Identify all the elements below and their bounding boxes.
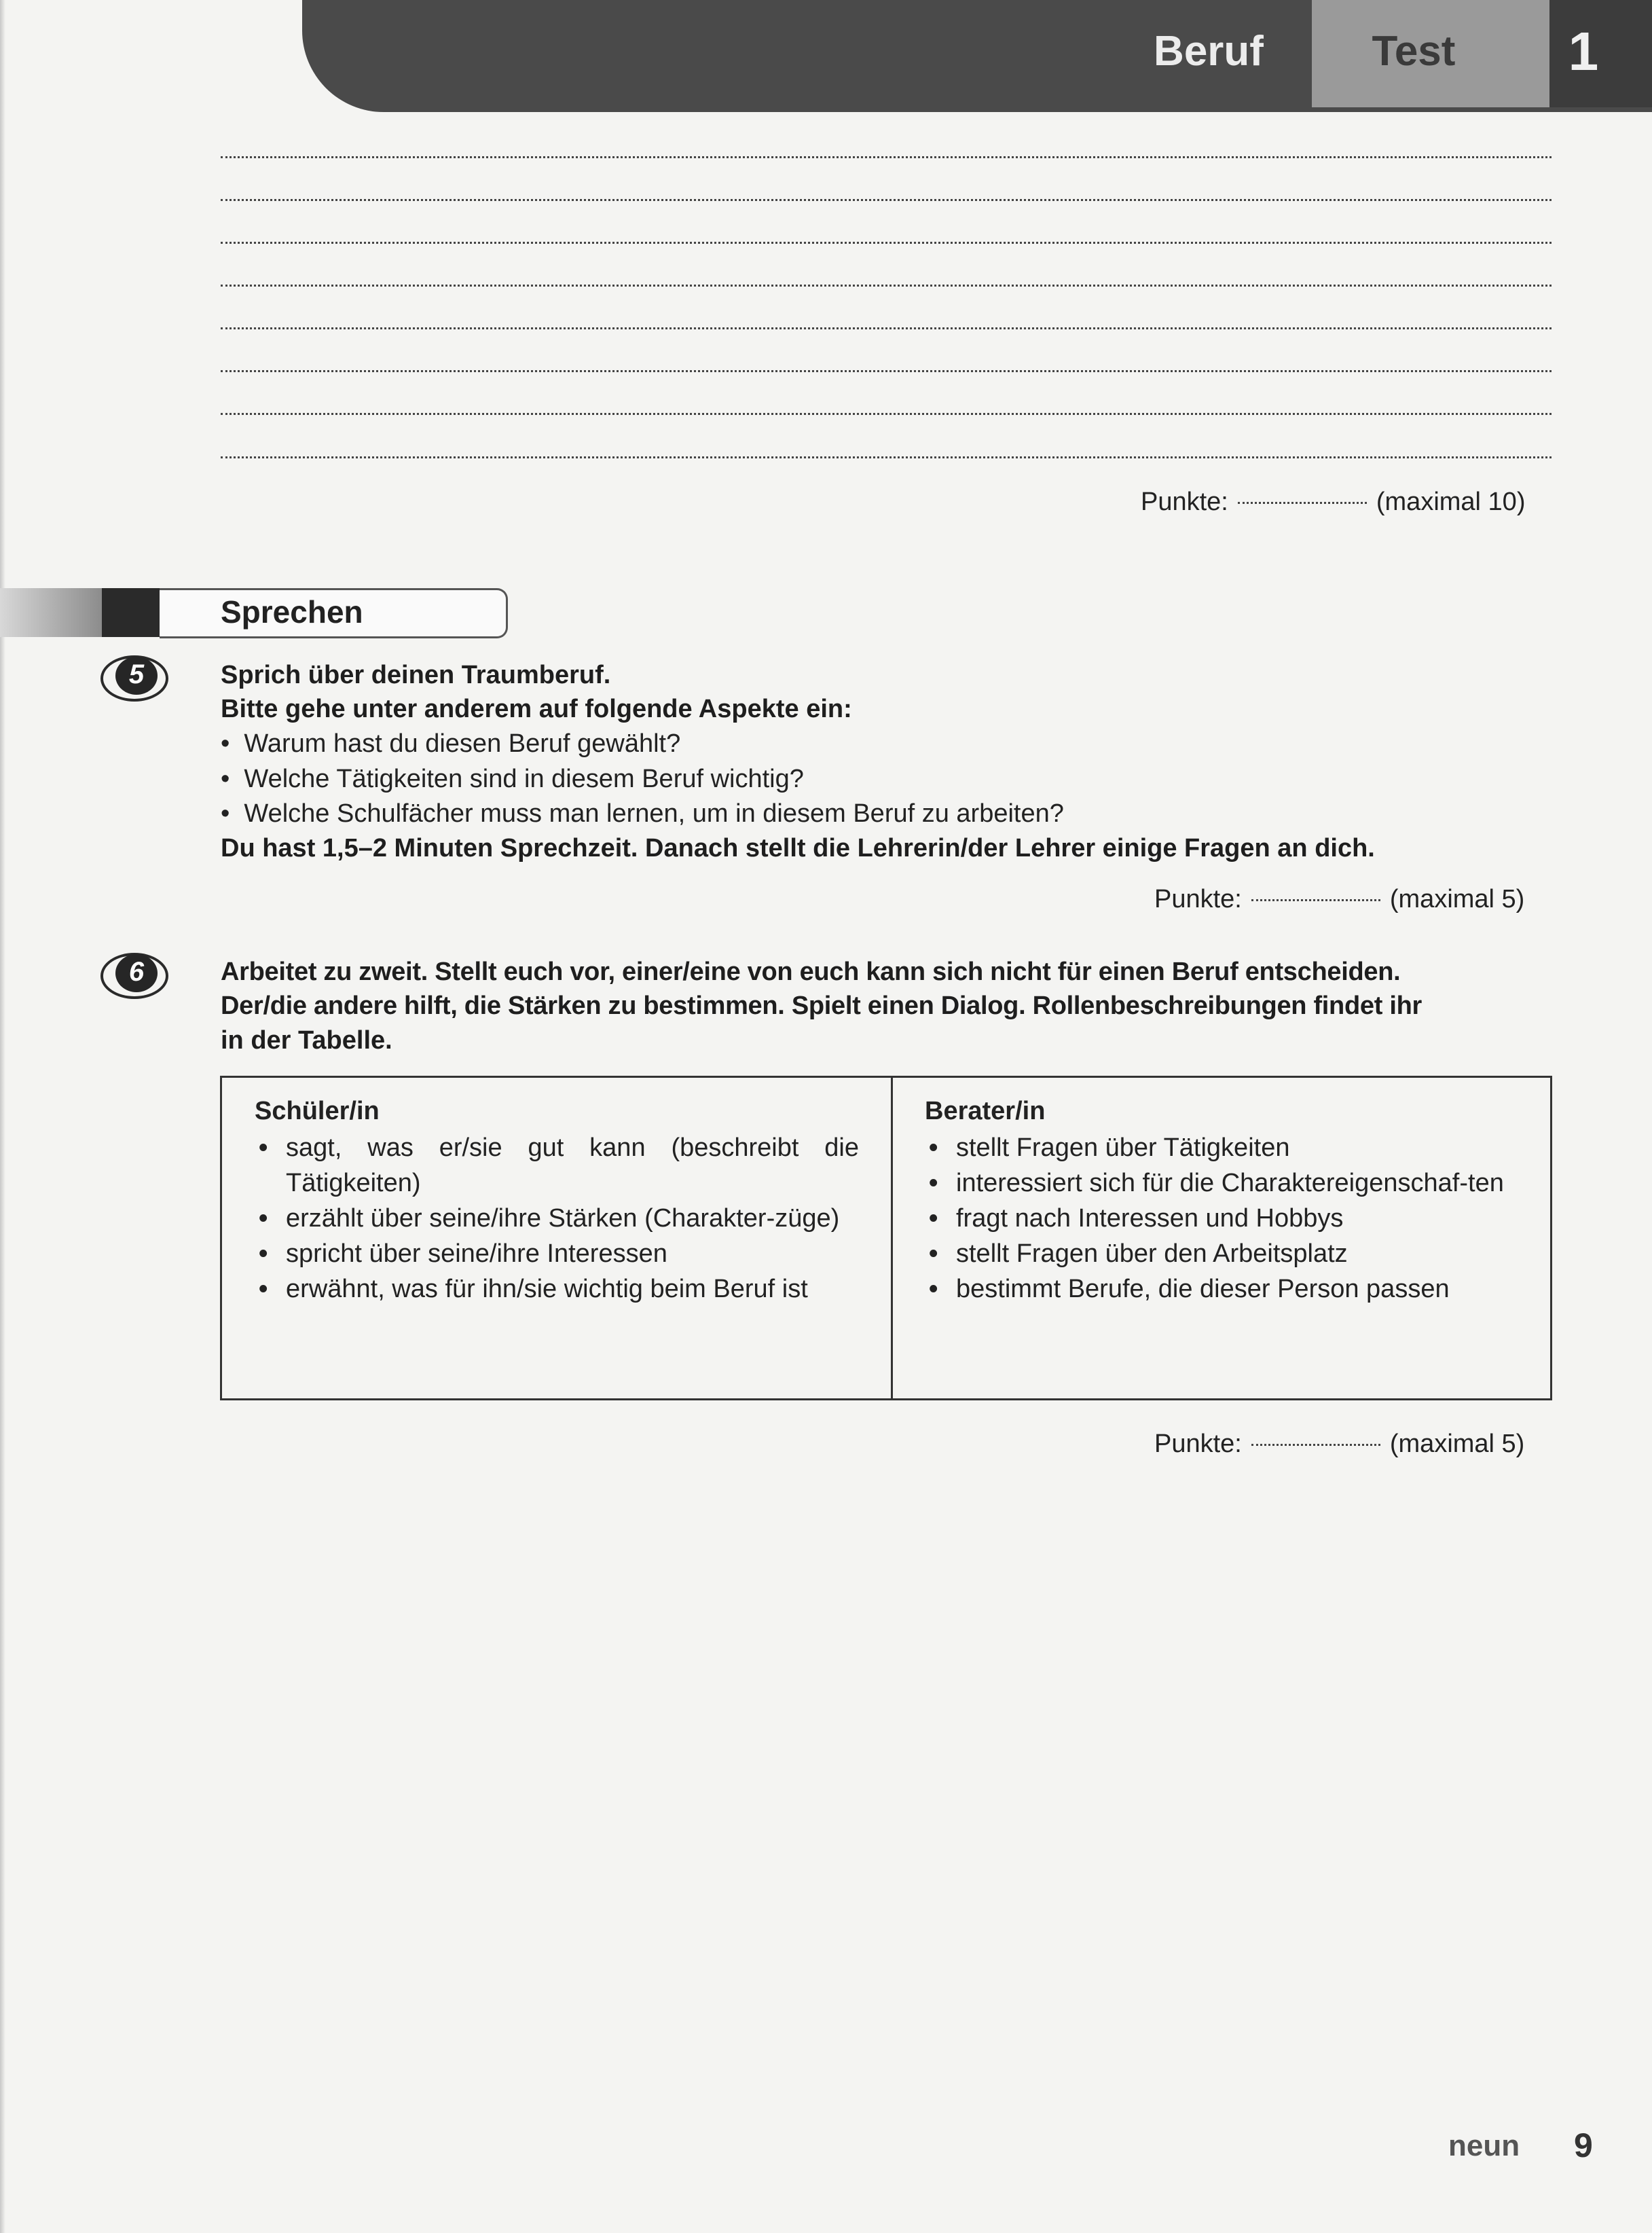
header-number-box: 1 — [1549, 0, 1652, 107]
task-5-bullet: • Welche Tätigkeiten sind in diesem Beru… — [221, 765, 804, 793]
task-5-bullet: • Welche Schulfächer muss man lernen, um… — [221, 799, 1064, 828]
writing-line[interactable] — [221, 370, 1552, 372]
task-6-badge: 6 — [100, 953, 168, 999]
role-item: stellt Fragen über den Arbeitsplatz — [925, 1236, 1522, 1271]
task-5-line-2: Bitte gehe unter anderem auf folgende As… — [221, 695, 852, 723]
role-item: erwähnt, was für ihn/sie wichtig beim Be… — [255, 1271, 859, 1307]
task-6-points: Punkte: (maximal 5) — [1154, 1430, 1524, 1459]
role-item: spricht über seine/ihre Interessen — [255, 1236, 859, 1271]
section-title: Sprechen — [221, 594, 363, 630]
writing-line[interactable] — [221, 413, 1552, 415]
role-item: stellt Fragen über Tätigkeiten — [925, 1130, 1522, 1165]
role-title: Berater/in — [925, 1097, 1046, 1125]
table-divider — [891, 1078, 893, 1398]
page-number-word: neun — [1448, 2129, 1520, 2162]
task-number: 6 — [128, 957, 145, 987]
tab-dark-block — [102, 588, 160, 637]
role-column-advisor: Berater/in stellt Fragen über Tätigkeite… — [925, 1097, 1522, 1307]
task-5-points: Punkte: (maximal 5) — [1154, 885, 1524, 914]
task-5-line-3: Du hast 1,5–2 Minuten Sprechzeit. Danach… — [221, 834, 1375, 863]
page-number: 9 — [1574, 2126, 1593, 2164]
points-label: Punkte: — [1141, 488, 1228, 516]
role-title: Schüler/in — [255, 1097, 380, 1125]
task-5-badge: 5 — [100, 655, 168, 702]
writing-line[interactable] — [221, 285, 1552, 287]
section-tab-sprechen: Sprechen — [0, 588, 513, 638]
header-test-box: Test — [1312, 0, 1549, 107]
role-item: bestimmt Berufe, die dieser Person passe… — [925, 1271, 1522, 1307]
role-list: stellt Fragen über Tätigkeiten interessi… — [925, 1130, 1522, 1307]
bullet-text: Welche Schulfächer muss man lernen, um i… — [244, 799, 1064, 828]
writing-line[interactable] — [221, 199, 1552, 201]
task-5-line-1: Sprich über deinen Traumberuf. — [221, 661, 611, 689]
role-item: interessiert sich für die Charaktereigen… — [925, 1165, 1522, 1201]
role-item: erzählt über seine/ihre Stärken (Charakt… — [255, 1201, 859, 1236]
points-max: (maximal 5) — [1389, 1430, 1525, 1458]
writing-line[interactable] — [221, 327, 1552, 329]
writing-points: Punkte: (maximal 10) — [1141, 488, 1525, 517]
task-6-line-1: Arbeitet zu zweit. Stellt euch vor, eine… — [221, 958, 1401, 986]
role-list: sagt, was er/sie gut kann (beschreibt di… — [255, 1130, 859, 1307]
writing-line[interactable] — [221, 242, 1552, 244]
badge-disc — [115, 657, 158, 695]
task-6-line-3: in der Tabelle. — [221, 1026, 392, 1055]
role-item: sagt, was er/sie gut kann (beschreibt di… — [255, 1130, 859, 1201]
bullet-text: Welche Tätigkeiten sind in diesem Beruf … — [244, 765, 804, 793]
tab-label-box — [160, 588, 508, 638]
badge-disc — [115, 954, 158, 992]
task-number: 5 — [128, 659, 145, 689]
points-label: Punkte: — [1154, 885, 1242, 913]
points-field[interactable] — [1251, 1444, 1380, 1447]
role-column-student: Schüler/in sagt, was er/sie gut kann (be… — [255, 1097, 859, 1307]
points-label: Punkte: — [1154, 1430, 1242, 1458]
task-5-bullet: • Warum hast du diesen Beruf gewählt? — [221, 729, 681, 758]
role-item: fragt nach Interessen und Hobbys — [925, 1201, 1522, 1236]
header-test-number: 1 — [1568, 21, 1599, 81]
header-topic: Beruf — [1154, 28, 1264, 75]
role-table: Schüler/in sagt, was er/sie gut kann (be… — [220, 1076, 1552, 1400]
tab-gradient — [0, 588, 102, 637]
bullet-text: Warum hast du diesen Beruf gewählt? — [244, 729, 681, 758]
page-spine-shadow — [0, 0, 5, 2233]
points-max: (maximal 10) — [1376, 488, 1526, 516]
task-6-line-2: Der/die andere hilft, die Stärken zu bes… — [221, 992, 1422, 1020]
points-field[interactable] — [1251, 899, 1380, 902]
points-field[interactable] — [1237, 502, 1367, 505]
writing-line[interactable] — [221, 156, 1552, 158]
points-max: (maximal 5) — [1389, 885, 1525, 913]
writing-line[interactable] — [221, 456, 1552, 458]
header-test-label: Test — [1372, 28, 1456, 75]
